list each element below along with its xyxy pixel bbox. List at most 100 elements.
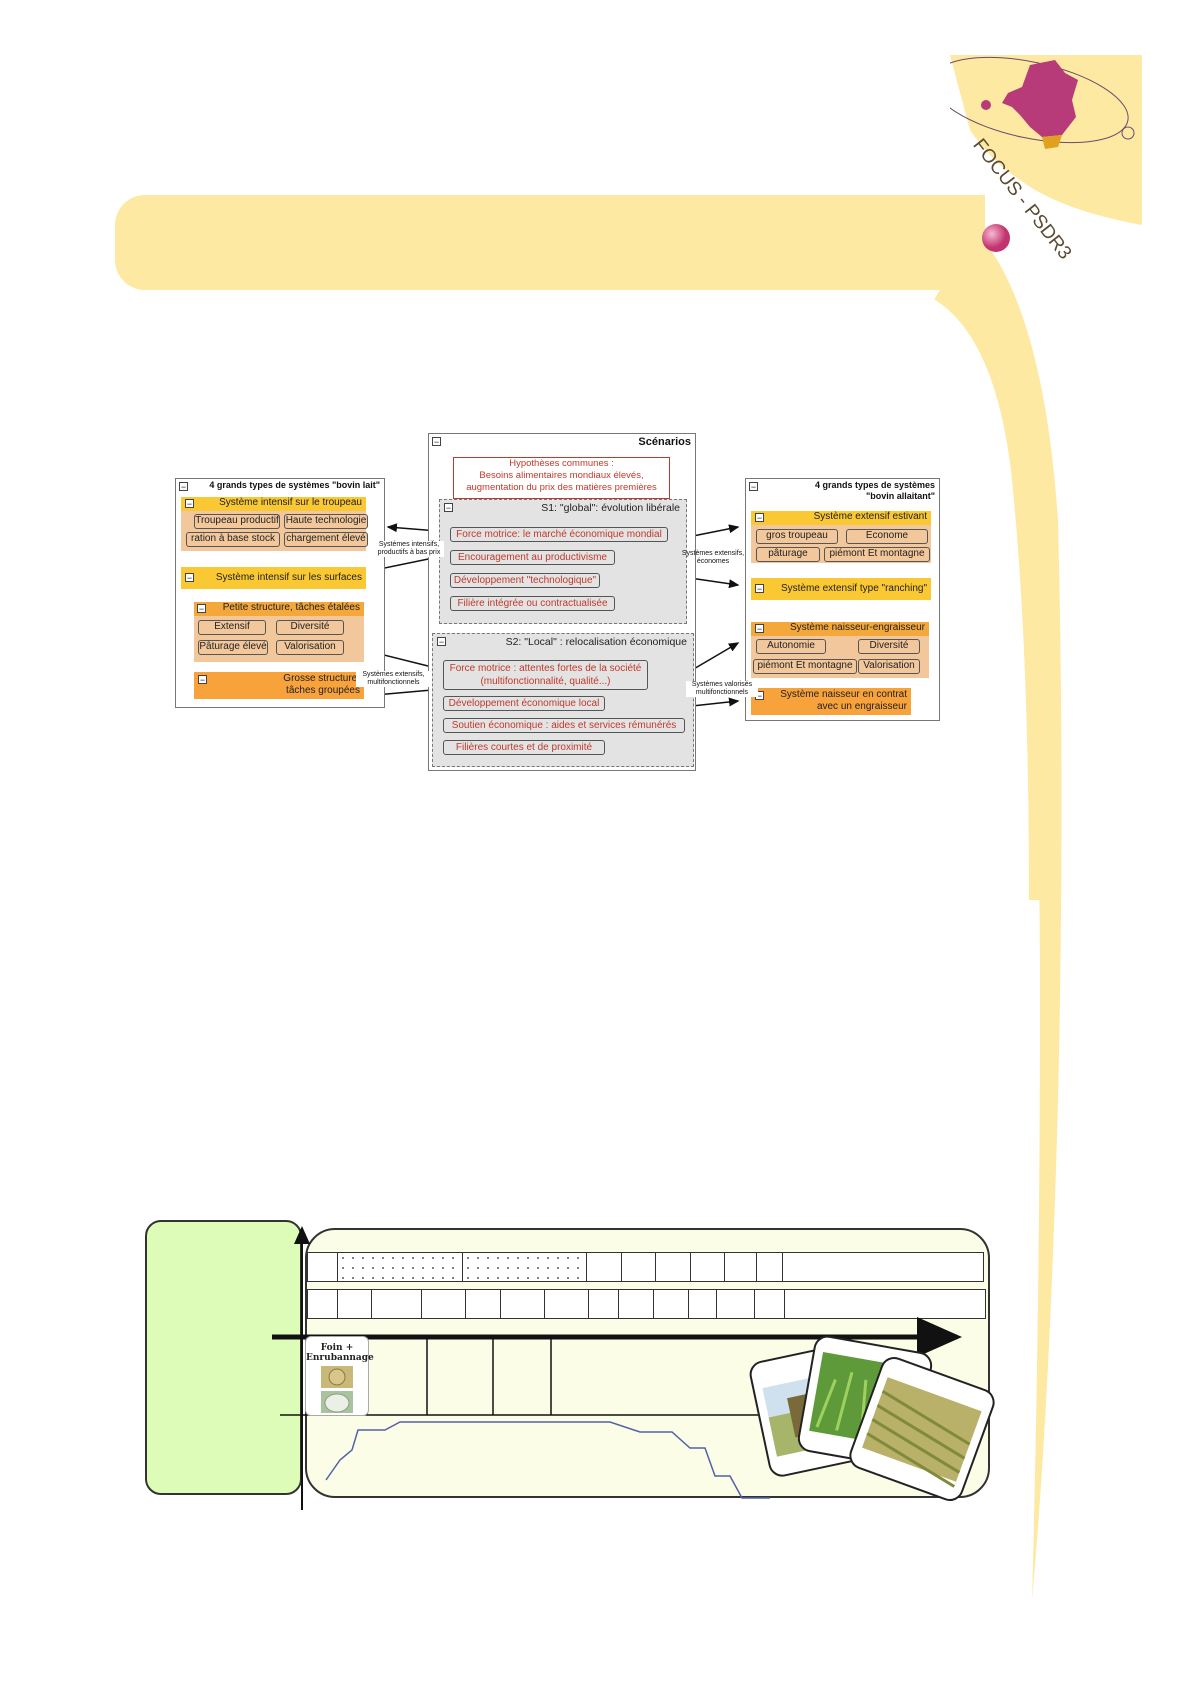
collapse-icon[interactable]: − — [755, 584, 764, 594]
arrow-label-line: Systèmes valorisés — [691, 681, 753, 688]
hypotheses-line: augmentation du prix des matières premiè… — [466, 482, 657, 493]
foin-card: Foin + Enrubannage — [305, 1336, 374, 1416]
s1-title: S1: "global": évolution libérale — [541, 502, 680, 514]
system-header: Système extensif type "ranching" — [751, 578, 931, 600]
psdr-logo-icon — [950, 56, 1135, 149]
collapse-icon[interactable]: − — [437, 637, 446, 647]
bovin-allaitant-title-line: "bovin allaitant" — [865, 491, 935, 501]
arrow-label-line: Systèmes extensifs, — [681, 550, 745, 557]
arrow-label-line: économes — [696, 558, 730, 565]
attribute-tag: chargement élevé — [284, 532, 368, 547]
arrow-label-line: multifonctionnels — [367, 679, 420, 686]
hypotheses-line: Hypothèses communes : — [509, 458, 614, 469]
arrow-label-line: Systèmes intensifs, — [378, 541, 440, 548]
grass-growth-curve — [325, 1421, 770, 1499]
s1-item: Développement "technologique" — [450, 573, 600, 588]
foin-label: Enrubannage — [306, 1353, 374, 1363]
foin-label: Foin + — [320, 1343, 354, 1353]
collapse-icon[interactable]: − — [755, 513, 764, 523]
bovin-allaitant-title: 4 grands types de systèmes "bovin allait… — [815, 480, 935, 502]
attribute-tag: Diversité — [858, 639, 920, 654]
scenario-s2: − S2: "Local" : relocalisation économiqu… — [432, 633, 694, 767]
s1-item: Encouragement au productivisme — [450, 550, 615, 565]
timeline-cell — [589, 1290, 619, 1318]
attribute-tag: Econome — [846, 529, 928, 544]
system-header: Système extensif estivant — [751, 511, 931, 525]
s2-item: Filières courtes et de proximité — [443, 740, 605, 755]
timeline-cell — [372, 1290, 422, 1318]
collapse-icon[interactable]: − — [444, 503, 453, 513]
attribute-tag: Pâturage élevé — [198, 640, 268, 655]
timeline-row — [307, 1252, 984, 1282]
attribute-tag: ration à base stock — [186, 532, 280, 547]
arrow-label: Systèmes extensifs, économes — [678, 550, 748, 566]
attribute-tag: Extensif — [198, 620, 266, 635]
timeline-cell — [689, 1290, 717, 1318]
system-header: Grosse structure, tâches groupées — [194, 672, 364, 699]
arrow-label: Systèmes intensifs, productifs à bas pri… — [374, 541, 444, 557]
timeline-cell — [725, 1253, 757, 1281]
collapse-icon[interactable]: − — [197, 604, 206, 614]
s2-item-line: Force motrice : attentes fortes de la so… — [449, 663, 642, 674]
s2-item-line: (multifonctionnalité, qualité...) — [480, 676, 611, 687]
timeline-cell — [654, 1290, 689, 1318]
title-banner — [115, 195, 985, 290]
hypotheses-line: Besoins alimentaires mondiaux élevés, — [479, 470, 644, 481]
timeline-cell — [757, 1253, 783, 1281]
timeline-side-panel — [145, 1220, 302, 1495]
s1-item: Filière intégrée ou contractualisée — [450, 596, 615, 611]
attribute-tag: piémont Et montagne — [824, 547, 930, 562]
collapse-icon[interactable]: − — [179, 482, 188, 492]
timeline-cell — [501, 1290, 545, 1318]
attribute-tag: Autonomie — [756, 639, 826, 654]
bovin-lait-panel: − 4 grands types de systèmes "bovin lait… — [175, 478, 385, 708]
s2-item: Force motrice : attentes fortes de la so… — [443, 660, 648, 690]
s2-item: Soutien économique : aides et services r… — [443, 718, 685, 733]
timeline-cell — [463, 1253, 587, 1281]
bovin-allaitant-panel: − 4 grands types de systèmes "bovin alla… — [745, 478, 940, 721]
timeline-cell — [587, 1253, 622, 1281]
arrow-label-line: productifs à bas prix — [377, 549, 441, 556]
pink-ball-icon — [982, 224, 1010, 252]
attribute-tag: piémont Et montagne — [753, 659, 857, 674]
collapse-icon[interactable]: − — [185, 573, 194, 583]
collapse-icon[interactable]: − — [432, 437, 441, 447]
system-header-line: Système naisseur en contrat — [780, 689, 907, 700]
bovin-lait-title: 4 grands types de systèmes "bovin lait" — [209, 480, 380, 490]
arrow-label: Systèmes valorisés multifonctionnels — [686, 681, 758, 697]
s2-item: Développement économique local — [443, 696, 605, 711]
field-photo — [845, 1353, 999, 1505]
timeline-cell — [656, 1253, 691, 1281]
attribute-tag: gros troupeau — [756, 529, 838, 544]
timeline-cell — [622, 1253, 656, 1281]
collapse-icon[interactable]: − — [198, 675, 207, 685]
bovin-allaitant-title-line: 4 grands types de systèmes — [814, 480, 935, 490]
attribute-tag: Troupeau productif — [194, 514, 280, 529]
collapse-icon[interactable]: − — [185, 499, 194, 509]
attribute-tag: Haute technologie — [284, 514, 368, 529]
timeline-cell — [308, 1253, 338, 1281]
collapse-icon[interactable]: − — [755, 624, 764, 634]
timeline-cell — [619, 1290, 654, 1318]
arrow-label: Systèmes extensifs, multifonctionnels — [356, 671, 431, 687]
hay-bale-icon — [321, 1366, 353, 1413]
system-header: Système naisseur-engraisseur — [751, 622, 929, 636]
arrow-label-line: multifonctionnels — [695, 689, 749, 696]
s2-title: S2: "Local" : relocalisation économique — [505, 636, 687, 648]
timeline-cell — [755, 1290, 785, 1318]
collapse-icon[interactable]: − — [749, 482, 758, 492]
timeline-cell — [717, 1290, 755, 1318]
system-header: Système naisseur en contrat avec un engr… — [751, 688, 911, 715]
timeline-cell — [466, 1290, 501, 1318]
attribute-tag: Valorisation — [276, 640, 344, 655]
mown-field-photo-icon — [862, 1377, 982, 1488]
timeline-cell — [691, 1253, 725, 1281]
system-header-line: Grosse structure, — [283, 673, 360, 684]
timeline-cell — [308, 1290, 338, 1318]
system-header: Petite structure, tâches étalées — [194, 602, 364, 616]
system-header: Système intensif sur le troupeau — [181, 497, 366, 511]
system-header-line: tâches groupées — [286, 685, 360, 696]
hypotheses-box: Hypothèses communes : Besoins alimentair… — [453, 457, 670, 499]
s1-item: Force motrice: le marché économique mond… — [450, 527, 668, 542]
